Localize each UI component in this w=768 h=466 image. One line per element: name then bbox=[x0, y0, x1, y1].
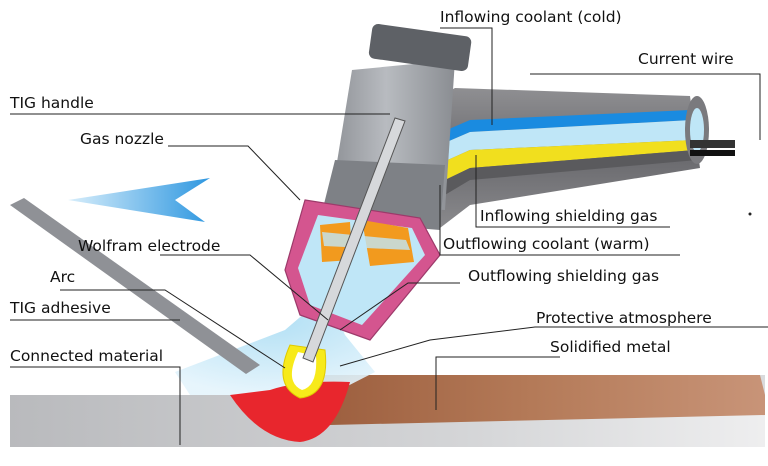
label-outflowing-shielding-gas: Outflowing shielding gas bbox=[468, 267, 659, 285]
arc bbox=[282, 344, 327, 399]
label-wolfram-electrode: Wolfram electrode bbox=[78, 237, 220, 255]
label-tig-adhesive: TIG adhesive bbox=[9, 299, 111, 317]
label-inflowing-shielding-gas: Inflowing shielding gas bbox=[480, 207, 657, 225]
label-solidified-metal: Solidified metal bbox=[550, 338, 671, 356]
label-inflowing-coolant-cold: Inflowing coolant (cold) bbox=[440, 8, 622, 26]
labels: Inflowing coolant (cold) Current wire TI… bbox=[9, 8, 734, 365]
label-outflowing-coolant-warm: Outflowing coolant (warm) bbox=[443, 235, 650, 253]
torch-cap bbox=[368, 23, 472, 72]
wolfram-electrode bbox=[302, 117, 406, 363]
label-current-wire: Current wire bbox=[638, 50, 734, 68]
label-gas-nozzle: Gas nozzle bbox=[80, 130, 164, 148]
label-tig-handle: TIG handle bbox=[9, 94, 94, 112]
label-connected-material: Connected material bbox=[10, 347, 163, 365]
weld-pool bbox=[230, 381, 350, 442]
marker-dot bbox=[748, 212, 752, 216]
label-arc: Arc bbox=[50, 268, 75, 286]
leader-lines bbox=[10, 27, 768, 445]
solidified-metal-bead bbox=[300, 375, 765, 425]
direction-arrow bbox=[68, 178, 210, 222]
label-protective-atmosphere: Protective atmosphere bbox=[536, 309, 712, 327]
hose-assembly bbox=[395, 88, 735, 228]
tig-adhesive-rod bbox=[10, 198, 260, 374]
